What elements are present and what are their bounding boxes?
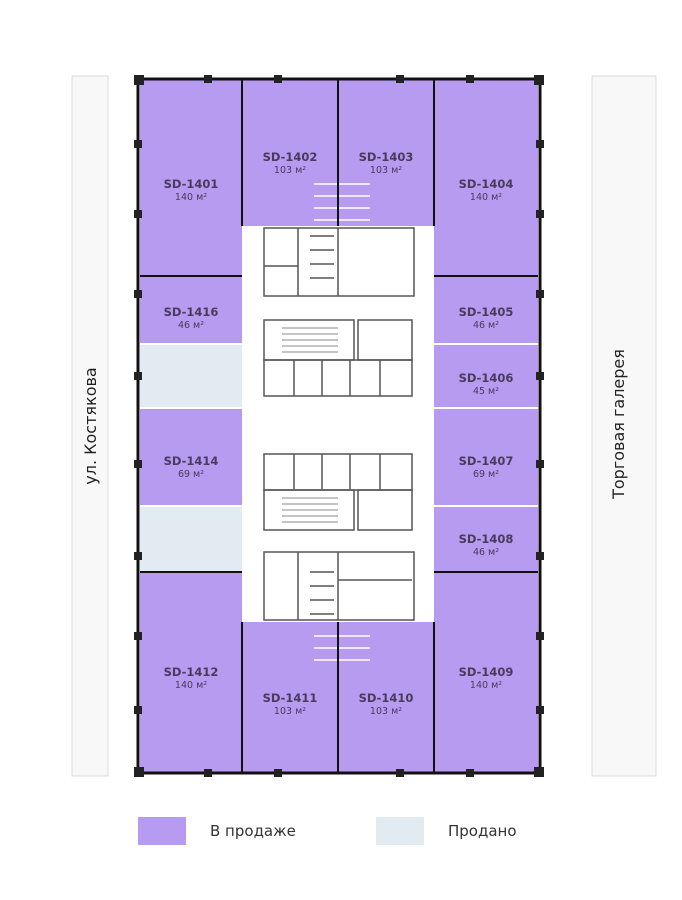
legend-item-for-sale: В продаже xyxy=(138,817,296,845)
street-label-right: Торговая галерея xyxy=(609,349,628,500)
unit-code: SD-1411 xyxy=(263,691,318,705)
unit-shape[interactable] xyxy=(140,276,242,344)
unit-code: SD-1409 xyxy=(459,665,514,679)
unit-shape[interactable] xyxy=(140,506,242,572)
unit-area: 46 м² xyxy=(473,320,499,331)
unit-code: SD-1405 xyxy=(459,305,514,319)
unit-area: 45 м² xyxy=(473,386,499,397)
stairs-lower xyxy=(282,497,338,523)
unit-area: 140 м² xyxy=(470,192,502,203)
unit-shape[interactable] xyxy=(338,622,434,772)
unit-shape[interactable] xyxy=(434,506,538,572)
unit-code: SD-1416 xyxy=(164,305,219,319)
unit-shape[interactable] xyxy=(434,276,538,344)
unit-shape[interactable] xyxy=(434,408,538,506)
unit-area: 103 м² xyxy=(370,706,402,717)
unit-code: SD-1403 xyxy=(359,150,414,164)
unit-shape[interactable] xyxy=(140,344,242,408)
unit-code: SD-1408 xyxy=(459,532,514,546)
unit-area: 140 м² xyxy=(175,192,207,203)
unit-area: 46 м² xyxy=(178,320,204,331)
unit-code: SD-1407 xyxy=(459,454,514,468)
street-band-right xyxy=(591,75,657,777)
elevator-lines xyxy=(314,183,370,661)
legend-swatch-sold xyxy=(376,817,424,845)
legend-item-sold: Продано xyxy=(376,817,517,845)
unit-code: SD-1414 xyxy=(164,454,219,468)
legend-label: В продаже xyxy=(210,822,296,840)
unit-area: 69 м² xyxy=(473,469,499,480)
unit-area: 103 м² xyxy=(370,165,402,176)
unit-shape[interactable] xyxy=(140,408,242,506)
street-band-left xyxy=(71,75,109,777)
unit-area: 46 м² xyxy=(473,547,499,558)
unit-area: 140 м² xyxy=(175,680,207,691)
columns xyxy=(134,75,544,777)
unit-shapes xyxy=(140,80,538,772)
unit-code: SD-1402 xyxy=(263,150,318,164)
unit-area: 140 м² xyxy=(470,680,502,691)
unit-borders xyxy=(140,80,538,772)
unit-code: SD-1410 xyxy=(359,691,414,705)
unit-shape[interactable] xyxy=(434,572,538,772)
unit-area: 69 м² xyxy=(178,469,204,480)
unit-code: SD-1401 xyxy=(164,177,219,191)
legend-label: Продано xyxy=(448,822,517,840)
core-walls-upper xyxy=(263,227,415,397)
unit-shape[interactable] xyxy=(140,80,242,276)
legend-swatch-for-sale xyxy=(138,817,186,845)
unit-shape[interactable] xyxy=(434,80,538,276)
unit-shape[interactable] xyxy=(140,572,242,772)
unit-shape[interactable] xyxy=(242,622,338,772)
stairs-upper xyxy=(282,327,338,353)
unit-labels: SD-1401 140 м² SD-1402 103 м² SD-1403 10… xyxy=(164,150,514,717)
unit-shape[interactable] xyxy=(242,80,338,226)
unit-area: 103 м² xyxy=(274,706,306,717)
unit-code: SD-1406 xyxy=(459,371,514,385)
street-label-left: ул. Костякова xyxy=(81,367,100,484)
unit-area: 103 м² xyxy=(274,165,306,176)
building-outline xyxy=(136,77,542,775)
unit-shape[interactable] xyxy=(338,80,434,226)
floor-plan: ул. Костякова Торговая галерея xyxy=(71,75,657,777)
core-walls-lower xyxy=(263,453,415,621)
unit-code: SD-1412 xyxy=(164,665,219,679)
unit-shape[interactable] xyxy=(434,344,538,408)
unit-code: SD-1404 xyxy=(459,177,514,191)
